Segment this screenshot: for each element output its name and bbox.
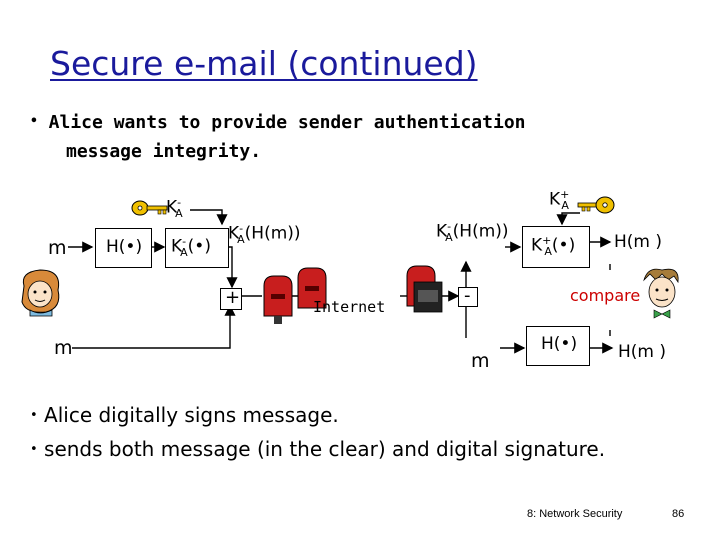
internet-label: Internet	[313, 298, 386, 316]
sig-sup: -	[239, 222, 244, 235]
footer-source: 8: Network Security	[527, 508, 623, 520]
m-lower-left-label: m	[54, 337, 73, 359]
key-sup: -	[177, 196, 182, 209]
intro-bullet: • Alice wants to provide sender authenti…	[30, 112, 526, 133]
verify-arg: (•)	[551, 235, 576, 256]
verify-k: K	[531, 235, 543, 256]
page-title: Secure e-mail (continued)	[50, 44, 478, 83]
signature-receiver-label: K-A(H(m))	[436, 220, 509, 244]
hm-computed-label: H(m )	[618, 342, 667, 362]
minus-operator: -	[458, 285, 478, 307]
hash-box-sender: H(•)	[95, 228, 152, 268]
key-letter: K	[166, 197, 178, 218]
verify-box: K+A(•)	[522, 226, 590, 268]
key-sup: +	[560, 188, 570, 201]
bullet-text: Alice digitally signs message.	[44, 403, 339, 427]
verify-box-label: K+A(•)	[531, 234, 575, 258]
signature-sender-label: K-A(H(m))	[228, 222, 301, 246]
key-letter: K	[549, 189, 561, 210]
private-key-icon	[131, 200, 168, 216]
plus-operator: +	[220, 287, 242, 310]
hash-sender-label: H(•)	[106, 237, 143, 257]
page-number: 86	[672, 508, 685, 520]
private-key-arrow	[190, 209, 228, 226]
sign-sub: A	[180, 246, 188, 260]
bottom-bullet-1: • Alice digitally signs message.	[30, 403, 339, 427]
sig-k: K	[228, 223, 240, 244]
public-key-arrow	[556, 212, 580, 226]
verify-sub: A	[544, 245, 552, 259]
bullet-text: sends both message (in the clear) and di…	[44, 437, 606, 461]
bob-icon	[643, 268, 679, 319]
sign-box: K-A(•)	[165, 228, 229, 268]
intro-line-1: Alice wants to provide sender authentica…	[48, 112, 526, 133]
sig-arg: (H(m))	[452, 221, 509, 242]
bullet-marker: •	[30, 114, 38, 129]
m-to-plus-arrow	[72, 304, 236, 349]
sig-arg: (H(m))	[244, 223, 301, 244]
sign-box-label: K-A(•)	[171, 235, 211, 259]
key-sub: A	[561, 199, 569, 213]
intro-line-2: message integrity.	[66, 141, 262, 162]
bullet-marker: •	[30, 408, 38, 423]
sig-sub: A	[237, 233, 245, 247]
m-input-label: m	[48, 237, 67, 259]
sign-k: K	[171, 236, 183, 257]
public-key-label: K+A	[549, 188, 569, 212]
bottom-bullet-2: • sends both message (in the clear) and …	[30, 437, 605, 461]
verify-sup: +	[542, 234, 552, 247]
bullet-marker: •	[30, 442, 38, 457]
sign-arg: (•)	[187, 236, 211, 257]
compare-label: compare	[570, 286, 641, 305]
sig-sub: A	[445, 231, 453, 245]
sig-k: K	[436, 221, 448, 242]
mailbox-icon-sender	[263, 275, 293, 324]
hash-receiver-label: H(•)	[541, 334, 578, 354]
alice-icon	[21, 269, 60, 317]
sign-to-plus-arrow	[226, 246, 238, 289]
sig-sup: -	[447, 220, 452, 233]
minus-symbol: -	[464, 285, 471, 306]
plus-symbol: +	[225, 287, 241, 308]
private-key-label: K-A	[166, 196, 183, 220]
public-key-icon	[577, 196, 615, 214]
sign-sup: -	[182, 235, 187, 248]
hash-box-receiver: H(•)	[526, 326, 590, 366]
m-lower-right-label: m	[471, 350, 490, 372]
mailbox-icon-sender-2	[297, 267, 327, 309]
hm-recovered-label: H(m )	[614, 232, 663, 252]
key-sub: A	[175, 207, 183, 221]
mailbox-icon-receiver-2	[413, 281, 443, 313]
